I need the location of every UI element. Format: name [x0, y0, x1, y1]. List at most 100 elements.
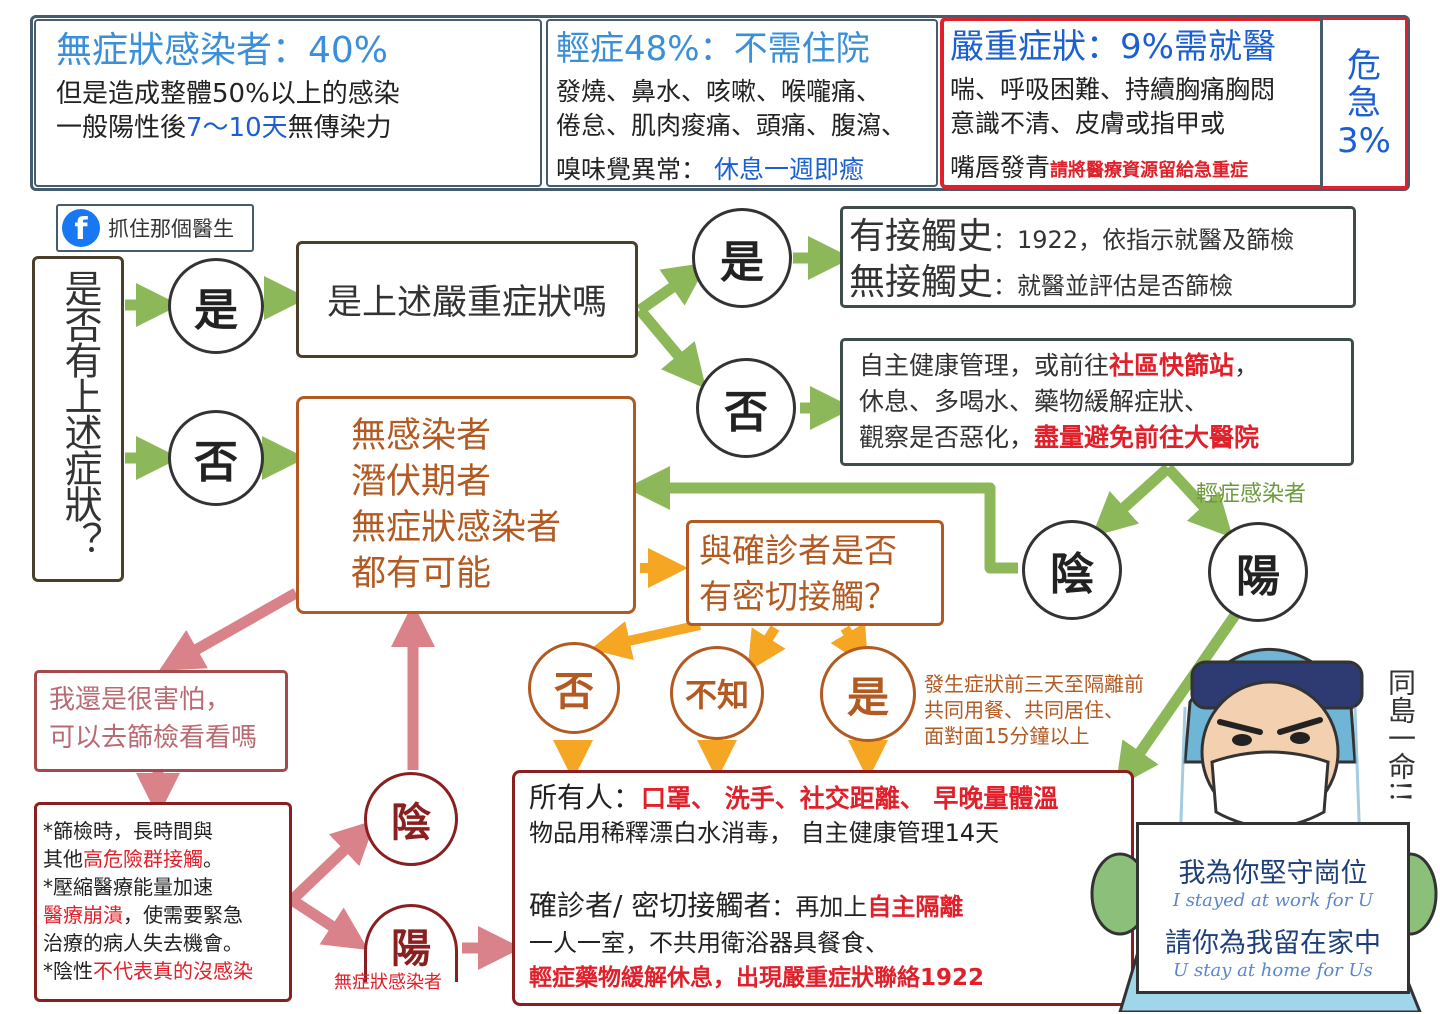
- selfcare-line3-prefix: 觀察是否惡化，: [859, 423, 1035, 452]
- possible-line4: 都有可能: [351, 554, 492, 594]
- everyone-line3-red: 自主隔離: [867, 893, 964, 921]
- critical-line2: 急: [1347, 83, 1381, 124]
- afraid-box: 我還是很害怕， 可以去篩檢看看嗎: [34, 670, 288, 772]
- screening-line2-highlight: 高危險群接觸: [83, 847, 203, 871]
- everyone-line3-mid: ：再加上: [771, 893, 868, 921]
- severe-question-box: 是上述嚴重症狀嗎: [296, 241, 638, 358]
- mild-line1: 發燒、鼻水、咳嗽、喉嚨痛、: [556, 77, 882, 106]
- arrow-selfcare-to-neg: [1091, 463, 1172, 537]
- everyone-line3: 確診者/ 密切接觸者：再加上自主隔離: [529, 889, 963, 923]
- screening-line5: 治療的病人失去機會。: [43, 931, 243, 955]
- asymptomatic-title: 無症狀感染者：40%: [56, 30, 389, 71]
- sign-line4: U stay at home for Us: [1173, 960, 1373, 981]
- node-unknown: 不知: [670, 646, 764, 740]
- node-yes-1: 是: [168, 258, 264, 354]
- mild-title: 輕症48%：不需住院: [556, 29, 870, 69]
- arrow-severe-to-yes2: [636, 262, 709, 315]
- symptom-question-box: 是否有上述症狀？: [32, 256, 124, 582]
- critical-line1: 危: [1347, 46, 1381, 86]
- self-care-box: 自主健康管理，或前往社區快篩站， 休息、多喝水、藥物緩解症狀、 觀察是否惡化，盡…: [840, 338, 1354, 466]
- node-yes-3: 是: [820, 646, 916, 742]
- possible-box: 無感染者 潛伏期者 無症狀感染者 都有可能: [296, 396, 636, 614]
- contact-line2-suffix: ：就醫並評估是否篩檢: [993, 272, 1234, 300]
- severe-box: 嚴重症狀：9%需就醫 喘、呼吸困難、持續胸痛胸悶 意識不清、皮膚或指甲或 嘴唇發…: [940, 17, 1408, 189]
- severe-line2: 意識不清、皮膚或指甲或: [950, 109, 1226, 138]
- screening-line2: 其他高危險群接觸。: [43, 847, 223, 871]
- contact-line1-prefix: 有接觸史: [849, 216, 994, 257]
- mild-line3-highlight: 休息一週即癒: [713, 155, 864, 184]
- close-contact-line1: 與確診者是否: [699, 531, 897, 570]
- arrow-screening-to-neg2: [288, 819, 376, 904]
- facebook-tag: f 抓住那個醫生: [56, 204, 254, 252]
- node-positive: 陽: [1208, 522, 1308, 622]
- selfcare-line1-suffix: ，: [1234, 351, 1260, 380]
- arrow-pos-to-everyone: [1115, 604, 1245, 789]
- possible-line1: 無感染者: [351, 416, 492, 456]
- close-contact-line2: 有密切接觸？: [699, 577, 897, 616]
- asymptomatic-line2: 一般陽性後7～10天無傳染力: [56, 113, 392, 144]
- node-positive-2: 陽: [364, 904, 458, 982]
- severe-line3-prefix: 嘴唇發青: [950, 153, 1051, 182]
- node-no-1: 否: [168, 410, 264, 506]
- arrow-neg-to-possible: [626, 466, 1018, 574]
- screening-line4: 醫療崩潰，使需要緊急: [43, 903, 243, 927]
- selfcare-line1-highlight: 社區快篩站: [1109, 351, 1235, 380]
- severe-line3: 嘴唇發青請將醫療資源留給急重症: [950, 153, 1248, 183]
- close-contact-box: 與確診者是否 有密切接觸？: [686, 520, 944, 626]
- mild-box: 輕症48%：不需住院 發燒、鼻水、咳嗽、喉嚨痛、 倦怠、肌肉痠痛、頭痛、腹瀉、 …: [546, 19, 938, 187]
- screening-box: *篩檢時，長時間與 其他高危險群接觸。 *壓縮醫療能量加速 醫療崩潰，使需要緊急…: [34, 802, 292, 1002]
- sign-line1: 我為你堅守崗位: [1178, 858, 1368, 889]
- screening-line2-prefix: 其他: [43, 847, 83, 871]
- everyone-box: 所有人：口罩、 洗手、社交距離、 早晚量體溫 物品用稀釋漂白水消毒， 自主健康管…: [512, 770, 1134, 1006]
- critical-box: 危 急 3%: [1320, 17, 1408, 189]
- contact-line2-prefix: 無接觸史: [849, 262, 994, 303]
- critical-line3: 3%: [1337, 120, 1391, 161]
- arrow-closecontact-to-unknown: [747, 625, 786, 672]
- mild-line2: 倦怠、肌肉痠痛、頭痛、腹瀉、: [556, 111, 907, 140]
- arrow-possible-to-afraid: [158, 588, 299, 671]
- arrow-screening-to-pos2: [288, 895, 369, 951]
- asymptomatic-line1: 但是造成整體50%以上的感染: [56, 79, 400, 109]
- severe-title: 嚴重症狀：9%需就醫: [950, 27, 1276, 67]
- arrow-selfcare-to-pos: [1163, 464, 1233, 539]
- possible-line2: 潛伏期者: [351, 462, 492, 502]
- everyone-line3-prefix: 確診者/ 密切接觸者: [529, 889, 772, 922]
- everyone-line2: 物品用稀釋漂白水消毒， 自主健康管理14天: [529, 819, 1000, 847]
- contact-note-line3: 面對面15分鐘以上: [924, 724, 1090, 748]
- symptom-question-text: 是否有上述症狀？: [58, 269, 102, 557]
- contact-line1-suffix: ：1922，依指示就醫及篩檢: [993, 226, 1295, 254]
- doctor-head: [1178, 647, 1364, 849]
- sign-line2: I stayed at work for U: [1172, 890, 1374, 911]
- possible-line3: 無症狀感染者: [351, 508, 562, 548]
- afraid-line1: 我還是很害怕，: [49, 685, 232, 715]
- contact-note-line2: 共同用餐、共同居住、: [924, 698, 1124, 722]
- selfcare-line3-highlight: 盡量避免前往大醫院: [1034, 423, 1260, 452]
- selfcare-line2: 休息、多喝水、藥物緩解症狀、: [859, 387, 1210, 416]
- screening-line2-suffix: 。: [203, 847, 223, 871]
- asymptomatic-line2-prefix: 一般陽性後: [56, 113, 187, 143]
- mild-line3: 嗅味覺異常： 休息一週即癒: [556, 155, 864, 185]
- screening-line4-suffix: ，使需要緊急: [123, 903, 243, 927]
- arrow-closecontact-to-no3: [590, 620, 702, 661]
- selfcare-line3: 觀察是否惡化，盡量避免前往大醫院: [859, 423, 1259, 453]
- screening-line3: *壓縮醫療能量加速: [43, 875, 213, 899]
- asymptomatic-line2-suffix: 無傳染力: [287, 113, 392, 143]
- contact-line2: 無接觸史：就醫並評估是否篩檢: [849, 261, 1233, 304]
- selfcare-line1-prefix: 自主健康管理，或前往: [859, 351, 1110, 380]
- doctor-sign: 我為你堅守崗位 I stayed at work for U 請你為我留在家中 …: [1136, 822, 1410, 994]
- side-handwritten-text: 同島一命!!: [1384, 668, 1417, 803]
- afraid-line2: 可以去篩檢看看嗎: [49, 723, 258, 753]
- node-no-3: 否: [528, 642, 620, 734]
- node-no-2: 否: [696, 358, 796, 458]
- facebook-icon: f: [62, 209, 100, 247]
- mild-line3-prefix: 嗅味覺異常：: [556, 155, 707, 184]
- contact-history-box: 有接觸史：1922，依指示就醫及篩檢 無接觸史：就醫並評估是否篩檢: [840, 206, 1356, 308]
- screening-line6-highlight: 不代表真的沒感染: [93, 959, 253, 983]
- everyone-line4: 一人一室，不共用衛浴器具餐食、: [529, 929, 889, 957]
- asymptomatic-box: 無症狀感染者：40% 但是造成整體50%以上的感染 一般陽性後7～10天無傳染力: [34, 19, 542, 187]
- contact-line1: 有接觸史：1922，依指示就醫及篩檢: [849, 215, 1294, 258]
- arrow-severe-to-no2: [635, 306, 707, 389]
- everyone-line1-red: 口罩、 洗手、社交距離、 早晚量體溫: [641, 784, 1059, 813]
- selfcare-line1: 自主健康管理，或前往社區快篩站，: [859, 351, 1259, 381]
